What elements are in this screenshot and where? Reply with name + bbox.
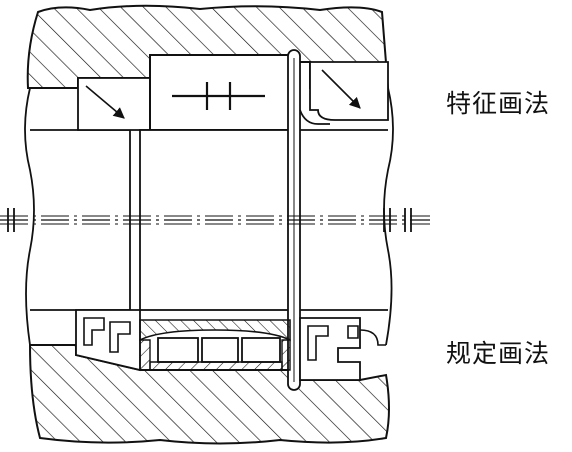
housing-top [26,4,390,89]
housing-bottom [28,344,390,445]
lower-roller-1 [157,337,199,363]
lower-roller-3 [241,337,281,363]
pin-top-hook [299,109,330,125]
lower-outer-race [139,319,291,342]
lower-left-seal-steps [83,317,131,353]
lower-right-lip [359,329,386,346]
lower-right-seal-steps [307,325,359,361]
upper-race-box [149,54,291,131]
shaft-break-left [24,87,35,346]
lower-roller-2 [201,337,239,363]
label-characteristic-method: 特征画法 [446,89,551,118]
lower-inner-race [149,361,283,371]
label-specified-method: 规定画法 [446,339,551,368]
upper-left-block [77,77,151,131]
upper-right-arrow [321,69,361,109]
upper-left-arrow [85,85,125,119]
